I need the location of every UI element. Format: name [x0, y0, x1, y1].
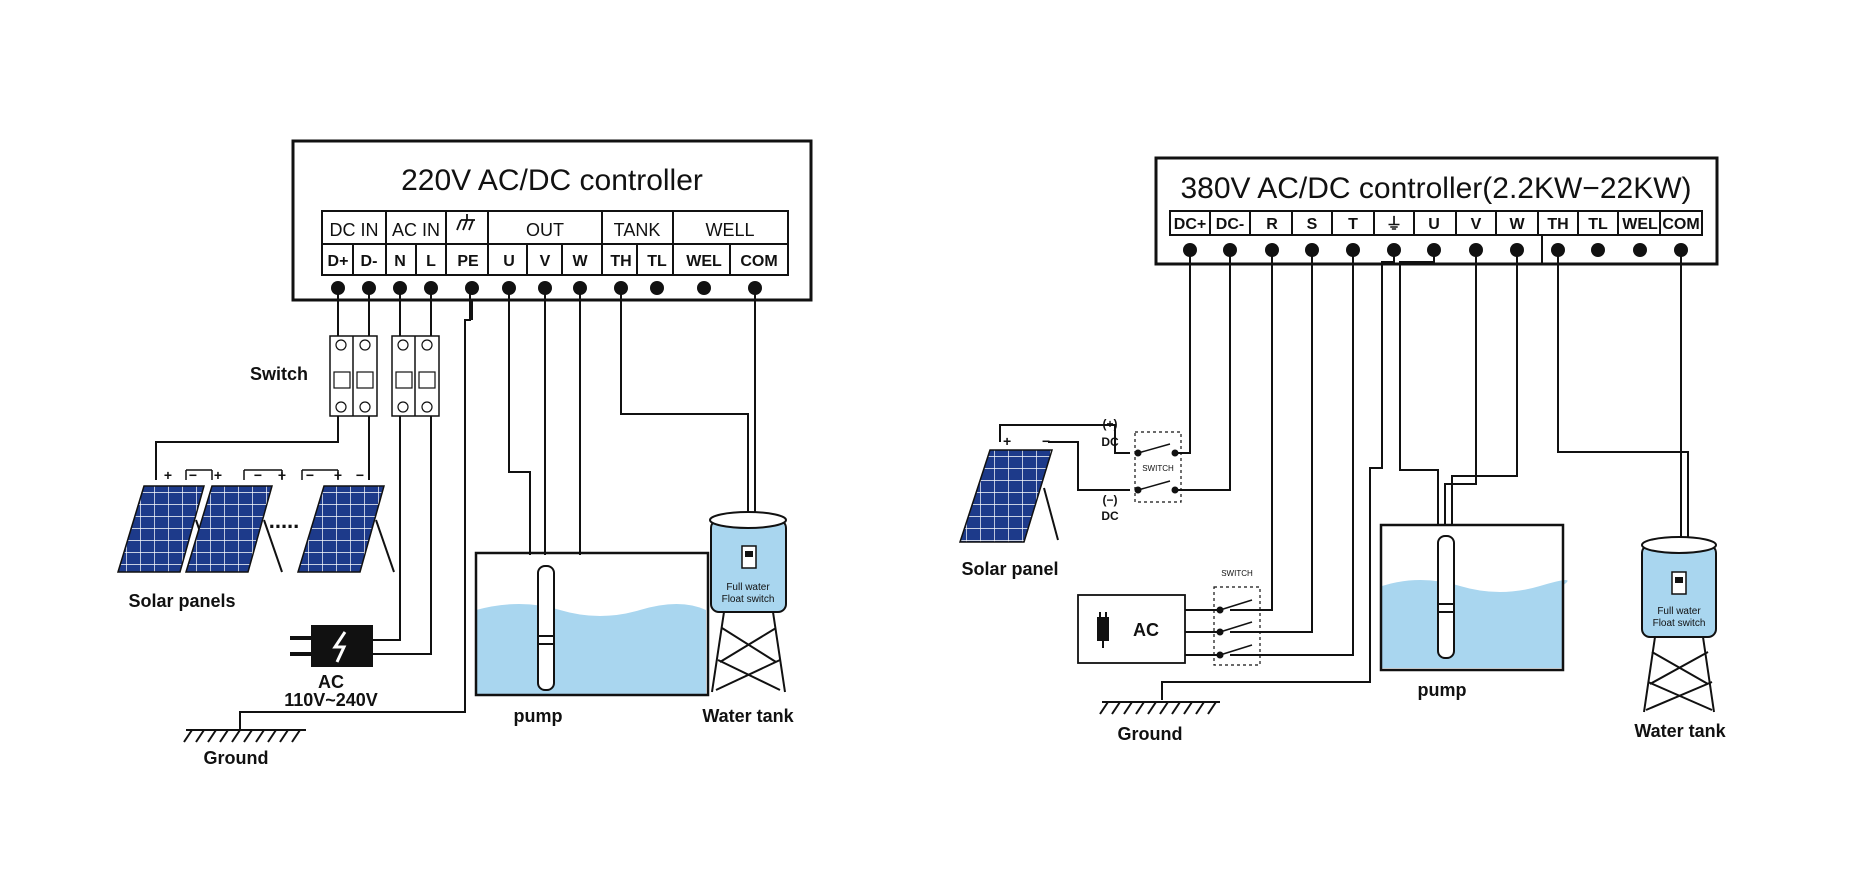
terminal-label: TH [1547, 216, 1568, 233]
terminal-label: V [540, 253, 551, 270]
right-wires [999, 250, 1689, 700]
terminal-label: PE [457, 253, 479, 270]
terminal-label: R [1266, 216, 1278, 233]
float-switch-line1: Full water [726, 582, 770, 593]
left-switch-ac [391, 335, 440, 417]
ac-plug-icon [290, 625, 373, 667]
pump-icon [1437, 535, 1455, 659]
water-tank-label: Water tank [702, 706, 794, 726]
solar-minus-sign: − [1042, 433, 1050, 449]
terminal-label: DC+ [1174, 216, 1206, 233]
dc-plus-sign: (+) [1103, 417, 1118, 431]
panel-sign: + [214, 467, 222, 483]
solar-panel-icon [958, 449, 1059, 543]
left-well [474, 551, 710, 697]
dc-switch-label: SWITCH [1142, 464, 1174, 473]
terminal-label: TH [610, 253, 631, 270]
right-terminal-labels: DC+ DC- R S T ⏚ U V W TH TL WEL COM [1174, 215, 1700, 233]
pump-icon [537, 565, 555, 691]
terminal-label: D- [361, 253, 378, 270]
right-controller [1154, 156, 1719, 266]
solar-panels-label: Solar panels [128, 591, 235, 611]
ac-switch-icon [1213, 586, 1261, 666]
group-well: WELL [705, 220, 754, 240]
ac-switch-label: SWITCH [1221, 569, 1253, 578]
switch-label: Switch [250, 364, 308, 384]
ac-source-label: AC [1133, 620, 1159, 640]
ground-symbol-icon [456, 214, 475, 231]
terminal-label: WEL [1622, 216, 1658, 233]
ac-label: AC [318, 672, 344, 692]
solar-panel-label: Solar panel [961, 559, 1058, 579]
solar-panels-group [116, 469, 395, 573]
terminal-label: COM [740, 253, 777, 270]
ground-icon [183, 729, 306, 743]
terminal-label: U [503, 253, 515, 270]
left-water-tank [709, 511, 787, 693]
terminal-label: D+ [328, 253, 349, 270]
terminal-label: L [426, 253, 436, 270]
dc-plus-label: DC [1101, 435, 1119, 449]
dc-minus-sign: (−) [1103, 493, 1118, 507]
float-switch-line2: Float switch [722, 594, 775, 605]
terminal-label: W [572, 253, 588, 270]
panel-sign: + [334, 467, 342, 483]
dc-switch-icon [1134, 431, 1182, 503]
panel-sign: − [254, 467, 262, 483]
panel-sign: − [356, 467, 364, 483]
right-terminal-dots [1183, 243, 1688, 257]
group-ac-in: AC IN [392, 220, 440, 240]
right-controller-title: 380V AC/DC controller(2.2KW−22KW) [1180, 172, 1691, 205]
left-terminal-dots [331, 281, 762, 295]
panels-ellipsis: ..... [269, 508, 300, 533]
group-tank: TANK [614, 220, 661, 240]
terminal-label: V [1471, 216, 1482, 233]
water-tank-label: Water tank [1634, 721, 1726, 741]
left-controller-title: 220V AC/DC controller [401, 164, 703, 197]
terminal-label: TL [647, 253, 667, 270]
left-group-headers: DC IN AC IN OUT TANK WELL [330, 220, 755, 240]
terminal-label: WEL [686, 253, 722, 270]
terminal-label: U [1428, 216, 1440, 233]
group-dc-in: DC IN [330, 220, 379, 240]
panel-sign: + [164, 467, 172, 483]
dc-minus-label: DC [1101, 509, 1119, 523]
pump-label: pump [1418, 680, 1467, 700]
pump-label: pump [514, 706, 563, 726]
earth-terminal-icon: ⏚ [1386, 215, 1402, 233]
group-out: OUT [526, 220, 564, 240]
terminal-label: TL [1588, 216, 1608, 233]
ground-label: Ground [204, 748, 269, 768]
left-wires [155, 288, 756, 730]
left-controller [291, 139, 813, 302]
ground-icon [1099, 701, 1220, 715]
float-switch-line2: Float switch [1653, 618, 1706, 629]
ac-range-label: 110V~240V [284, 690, 378, 710]
terminal-label: COM [1662, 216, 1699, 233]
panel-sign: + [278, 467, 286, 483]
terminal-label: N [394, 253, 406, 270]
terminal-label: DC- [1216, 216, 1244, 233]
float-switch-line1: Full water [1657, 606, 1701, 617]
panel-sign: − [189, 467, 197, 483]
terminal-label: W [1509, 216, 1525, 233]
solar-panel-icon [184, 485, 283, 573]
panel-sign-labels: + − + − + − + − [164, 467, 364, 483]
right-water-tank [1641, 536, 1717, 713]
ac-source-box [1077, 594, 1186, 664]
ground-label: Ground [1118, 724, 1183, 744]
left-switch-dc [329, 335, 378, 417]
solar-panel-icon [296, 485, 395, 573]
terminal-label: S [1307, 216, 1318, 233]
terminal-label: T [1348, 216, 1358, 233]
solar-plus-sign: + [1003, 433, 1011, 449]
panel-sign: − [306, 467, 314, 483]
left-terminal-labels: D+ D- N L PE U V W TH TL WEL COM [328, 253, 778, 270]
right-well [1379, 523, 1568, 672]
